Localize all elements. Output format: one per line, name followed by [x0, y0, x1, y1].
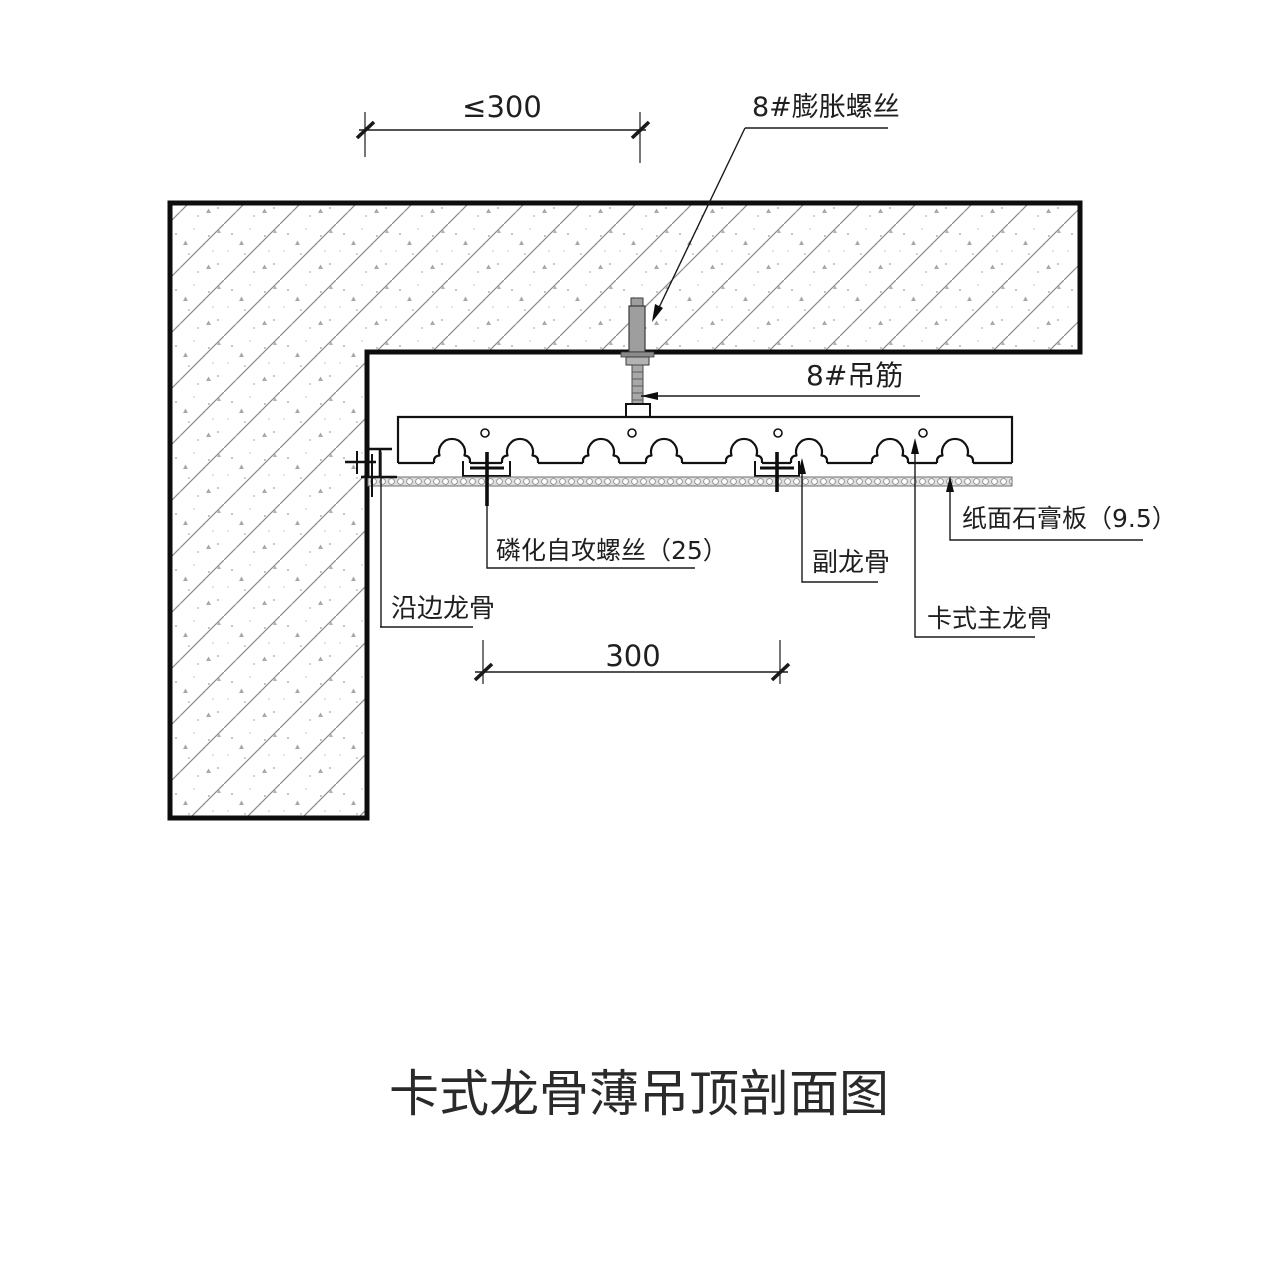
dimension-top [355, 112, 651, 163]
keel-holes [480, 428, 928, 438]
label-expansion-bolt: 8#膨胀螺丝 [752, 92, 900, 123]
dimension-top-text: ≤300 [462, 90, 542, 124]
self-tapping-screws [470, 452, 794, 506]
main-keel-channel [396, 415, 1014, 465]
label-gypsum-board: 纸面石膏板（9.5） [962, 504, 1177, 533]
label-secondary-keel: 副龙骨 [812, 548, 891, 578]
concrete-structure [167, 200, 1083, 821]
label-self-tapping-screw: 磷化自攻螺丝（25） [496, 536, 728, 565]
hanger-rod [620, 351, 655, 419]
label-main-keel: 卡式主龙骨 [927, 604, 1053, 633]
label-hanger-rod: 8#吊筋 [806, 359, 904, 392]
expansion-anchor [628, 297, 646, 353]
leader-lines [380, 127, 1143, 638]
dimension-bottom-text: 300 [605, 639, 661, 673]
dimension-bottom [473, 640, 791, 684]
edge-keel [345, 447, 397, 497]
gypsum-board-layer [367, 476, 1013, 487]
drawing-title: 卡式龙骨薄吊顶剖面图 [389, 1065, 889, 1123]
label-edge-keel: 沿边龙骨 [391, 594, 496, 624]
leader-arrowheads [641, 304, 954, 492]
